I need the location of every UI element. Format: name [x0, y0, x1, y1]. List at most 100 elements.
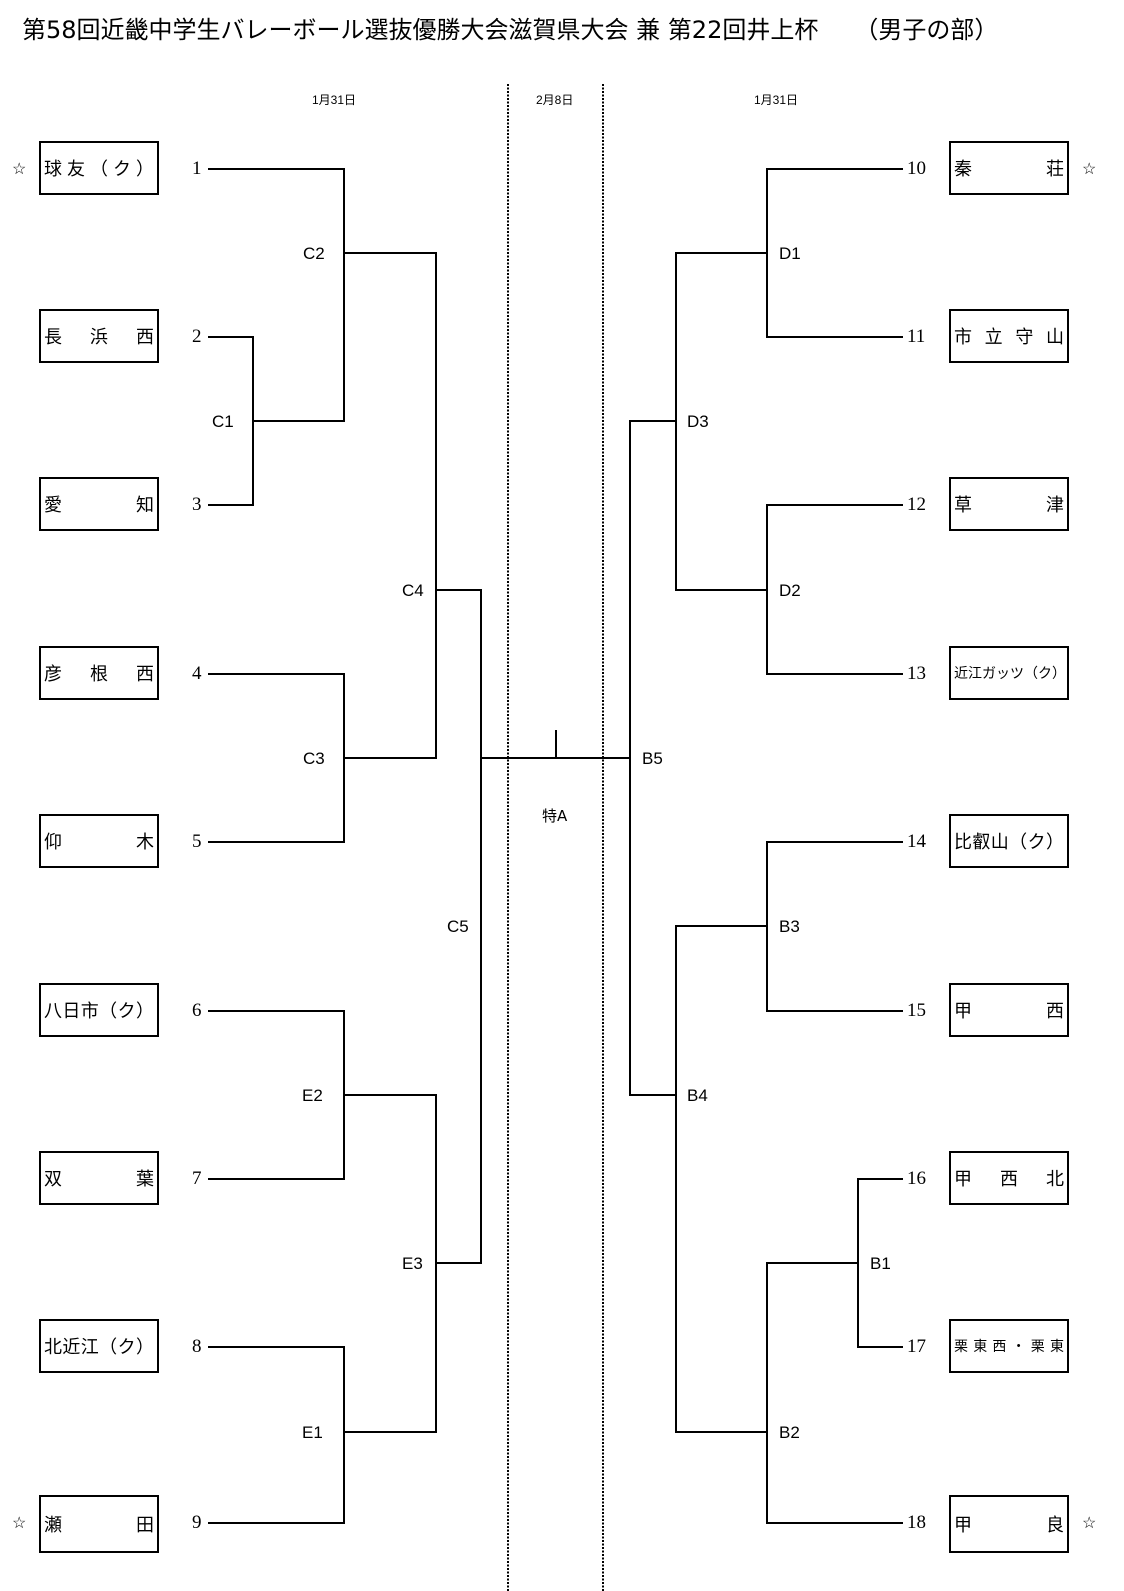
team-name-char: 木: [136, 832, 154, 853]
team-box-16: 甲西北: [949, 1151, 1069, 1205]
team-name: 球友（ク）: [44, 155, 154, 181]
bracket-c4: [344, 252, 437, 759]
team-name-char: 根: [90, 664, 108, 685]
final-label: 特A: [542, 807, 568, 825]
match-label-b4: B4: [687, 1086, 708, 1105]
team-box-12: 草津: [949, 477, 1069, 531]
date-center: 2月8日: [536, 93, 574, 107]
team-number: 17: [907, 1336, 926, 1357]
team-name-char: ク: [1038, 666, 1052, 682]
team-number: 1: [192, 158, 202, 179]
team-name-char: ）: [136, 159, 154, 180]
team-name-char: 甲: [954, 1515, 972, 1536]
match-label-c2: C2: [303, 244, 325, 263]
bracket-b2: [766, 1262, 903, 1524]
team-name-char: 西: [1046, 1001, 1064, 1022]
match-label-e2: E2: [302, 1086, 323, 1105]
team-name: 甲西: [954, 997, 1064, 1023]
team-number: 5: [192, 831, 202, 852]
team-name-char: ッ: [996, 666, 1010, 682]
team-name-char: （: [99, 1337, 118, 1358]
seed-star-icon: ☆: [12, 161, 27, 178]
team-box-15: 甲西: [949, 983, 1069, 1037]
team-name: 北近江（ク）: [44, 1333, 154, 1359]
team-box-14: 比叡山（ク）: [949, 814, 1069, 868]
team-name-char: 葉: [136, 1169, 154, 1190]
team-name-char: 西: [992, 1339, 1007, 1355]
team-name: 秦荘: [954, 155, 1064, 181]
team-name-char: 東: [1049, 1339, 1064, 1355]
team-name-char: ク: [117, 1001, 136, 1022]
team-name-char: 西: [1000, 1169, 1018, 1190]
match-label-b1: B1: [870, 1254, 891, 1273]
team-number: 2: [192, 326, 202, 347]
team-name-char: 市: [954, 327, 972, 348]
team-name-char: ）: [135, 1337, 154, 1358]
team-name-char: ツ: [1010, 666, 1024, 682]
team-box-11: 市立守山: [949, 309, 1069, 363]
match-label-b2: B2: [779, 1423, 800, 1442]
team-name: 仰木: [44, 828, 154, 854]
seed-star-icon: ☆: [1082, 161, 1097, 178]
match-label-c3: C3: [303, 749, 325, 768]
match-label-c4: C4: [402, 581, 424, 600]
team-name-char: 津: [1046, 495, 1064, 516]
team-name-char: ク: [117, 1337, 136, 1358]
team-name: 甲西北: [954, 1165, 1064, 1191]
team-name-char: 知: [136, 495, 154, 516]
team-name-char: 愛: [44, 495, 62, 516]
match-label-b3: B3: [779, 917, 800, 936]
team-number: 13: [907, 663, 926, 684]
team-number: 10: [907, 158, 926, 179]
team-name-char: 守: [1015, 327, 1034, 348]
match-label-d3: D3: [687, 412, 709, 431]
team-name-char: 甲: [954, 1169, 972, 1190]
match-label-d1: D1: [779, 244, 801, 263]
team-name-char: 東: [973, 1339, 988, 1355]
team-name-char: ガ: [982, 666, 996, 682]
team-box-7: 双葉: [39, 1151, 159, 1205]
bracket-b5: [629, 420, 676, 1096]
team-name-char: 立: [984, 327, 1003, 348]
team-number: 9: [192, 1512, 202, 1533]
team-name-char: ）: [135, 1001, 154, 1022]
team-name-char: 江: [968, 666, 982, 682]
team-name: 栗東西・栗東: [954, 1336, 1064, 1356]
team-number: 15: [907, 1000, 926, 1021]
team-box-3: 愛知: [39, 477, 159, 531]
team-name-char: ）: [1052, 666, 1066, 682]
team-name: 比叡山（ク）: [954, 828, 1064, 854]
team-box-6: 八日市（ク）: [39, 983, 159, 1037]
team-name-char: 北: [1046, 1169, 1064, 1190]
team-name-char: 球: [44, 159, 62, 180]
team-name-char: （: [1009, 832, 1028, 853]
team-name-char: 良: [1046, 1515, 1064, 1536]
team-name-char: 彦: [44, 664, 62, 685]
team-name-char: 近: [62, 1337, 81, 1358]
team-name-char: 西: [136, 664, 154, 685]
team-name-char: 長: [44, 327, 62, 348]
team-name-char: 秦: [954, 159, 972, 180]
team-name-char: 近: [954, 666, 968, 682]
team-number: 12: [907, 494, 926, 515]
team-box-9: 瀬田: [39, 1495, 159, 1553]
team-name: 市立守山: [954, 323, 1064, 349]
team-name-char: 双: [44, 1169, 62, 1190]
team-name: 彦根西: [44, 660, 154, 686]
team-name-char: 友: [67, 159, 85, 180]
match-label-d2: D2: [779, 581, 801, 600]
team-name-char: 北: [44, 1337, 62, 1358]
team-name-char: （: [1024, 666, 1038, 682]
team-number: 18: [907, 1512, 926, 1533]
match-label-c5: C5: [447, 917, 469, 936]
team-name: 愛知: [44, 491, 154, 517]
team-name-char: （: [90, 159, 108, 180]
team-number: 16: [907, 1168, 926, 1189]
bracket-c2: [208, 168, 345, 422]
team-name-char: 西: [136, 327, 154, 348]
team-name-char: ）: [1045, 832, 1064, 853]
bracket-b4: [675, 925, 767, 1433]
match-label-e3: E3: [402, 1254, 423, 1273]
team-name-char: 八: [44, 1001, 62, 1022]
